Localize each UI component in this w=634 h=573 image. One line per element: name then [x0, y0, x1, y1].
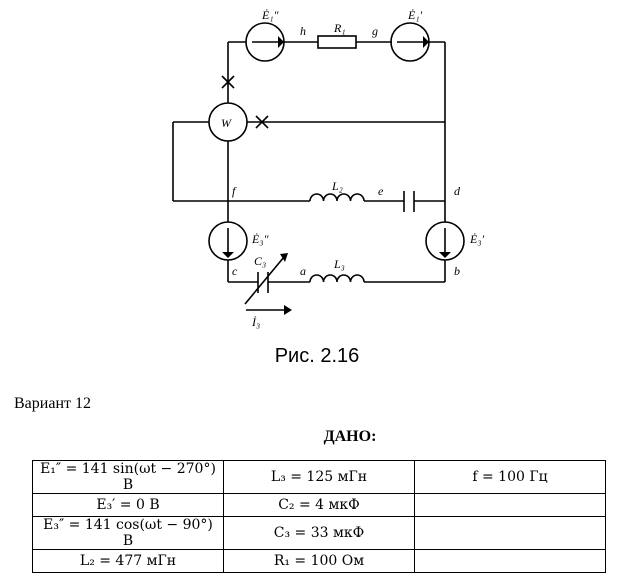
table-cell: L₃ = 125 мГн: [223, 460, 415, 494]
node-label-h: h: [300, 24, 306, 38]
table-row: E₃′ = 0 B C₂ = 4 мкФ: [32, 493, 606, 517]
node-label-g: g: [372, 24, 378, 38]
wattmeter: [208, 102, 248, 142]
table-cell: L₂ = 477 мГн: [32, 549, 224, 573]
node-label-a: a: [300, 264, 306, 278]
node-label-e: e: [378, 184, 384, 198]
label-l3: L₃: [333, 257, 345, 271]
node-label-b: b: [454, 264, 460, 278]
circuit-diagram: Ė₁″ Ė₁′ h g R₁ W f e d L₂ Ė₃″ Ė₃′ c a b …: [172, 8, 485, 329]
table-row: L₂ = 477 мГн R₁ = 100 Ом: [32, 549, 606, 573]
table-row: E₃″ = 141 cos(ωt − 90°) B C₃ = 33 мкФ: [32, 516, 606, 550]
variant-label: Вариант 12: [14, 395, 91, 412]
node-label-d: d: [454, 184, 461, 198]
label-e3-prime: Ė₃′: [469, 232, 485, 246]
label-e1-prime: Ė₁′: [407, 8, 423, 22]
table-cell: E₃″ = 141 cos(ωt − 90°) B: [32, 516, 224, 550]
given-heading: ДАНО:: [323, 428, 377, 445]
source-e3-prime: [425, 221, 465, 261]
table-cell: [414, 549, 606, 573]
label-c3: C₃: [254, 254, 266, 268]
table-cell: R₁ = 100 Ом: [223, 549, 415, 573]
label-l2: L₂: [331, 179, 343, 193]
table-cell: f = 100 Гц: [414, 460, 606, 494]
table-cell: [414, 493, 606, 517]
table-cell: E₃′ = 0 B: [32, 493, 224, 517]
label-e1-double-prime: Ė₁″: [261, 8, 280, 22]
source-e3-double-prime: [208, 221, 248, 261]
node-label-f: f: [232, 184, 237, 198]
label-r1: R₁: [333, 21, 346, 35]
table-row: E₁″ = 141 sin(ωt − 270°) B L₃ = 125 мГн …: [32, 460, 606, 494]
node-label-c: c: [232, 264, 238, 278]
table-cell: [414, 516, 606, 550]
table-cell: E₁″ = 141 sin(ωt − 270°) B: [32, 460, 224, 494]
label-i3: İ₃: [251, 315, 260, 329]
figure-caption: Рис. 2.16: [274, 345, 360, 367]
label-w: W: [221, 116, 232, 130]
inductor-l2: [309, 193, 365, 202]
inductor-l3: [309, 274, 365, 283]
table-cell: C₂ = 4 мкФ: [223, 493, 415, 517]
table-cell: C₃ = 33 мкФ: [223, 516, 415, 550]
given-data-table: E₁″ = 141 sin(ωt − 270°) B L₃ = 125 мГн …: [32, 460, 606, 573]
label-e3-double-prime: Ė₃″: [251, 232, 270, 246]
resistor-r1: [317, 35, 357, 49]
